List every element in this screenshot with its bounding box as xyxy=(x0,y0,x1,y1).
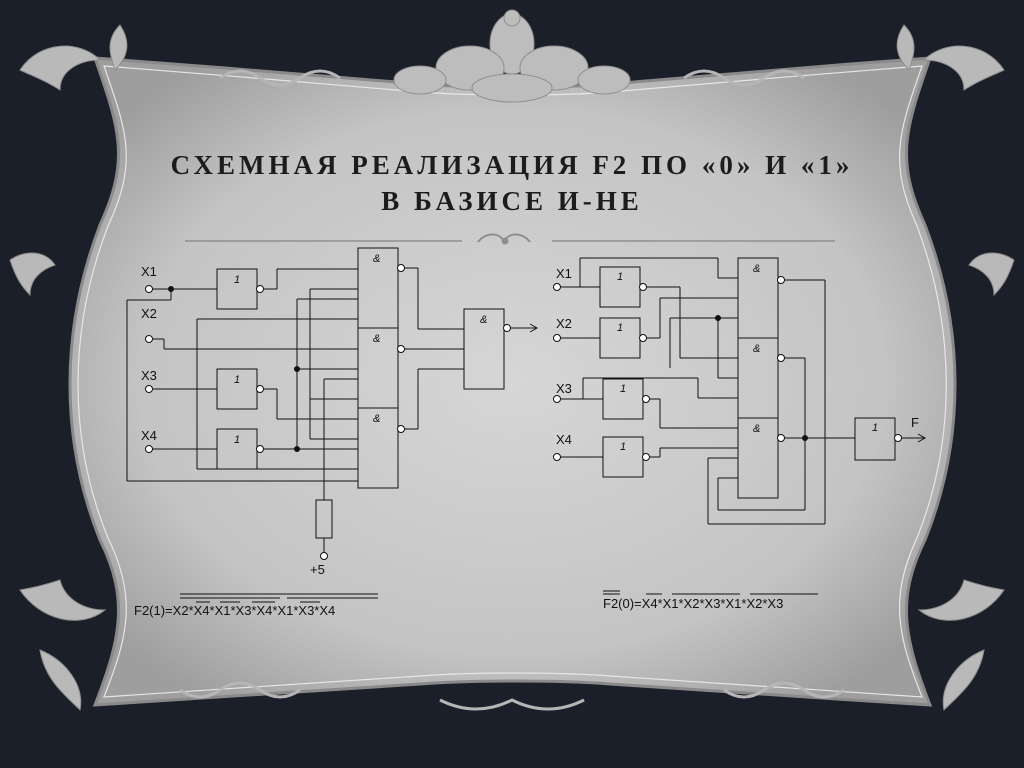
right-input-label-x2: X2 xyxy=(556,316,572,331)
right-not-symbol-1: 1 xyxy=(617,271,623,283)
slide-title-line1: СХЕМНАЯ РЕАЛИЗАЦИЯ F2 ПО «0» И «1» xyxy=(170,150,854,180)
left-and-symbol-2: & xyxy=(373,333,380,345)
right-output-label: F xyxy=(911,415,919,430)
left-and-symbol-final: & xyxy=(480,314,487,326)
right-and-symbol-2: & xyxy=(753,343,760,355)
right-and-symbol-1: & xyxy=(753,263,760,275)
left-input-label-x2: X2 xyxy=(141,306,157,321)
right-not-symbol-3: 1 xyxy=(620,383,626,395)
left-and-symbol-3: & xyxy=(373,413,380,425)
top-ornament xyxy=(393,9,631,103)
left-not-symbol-1: 1 xyxy=(234,274,240,286)
left-and-gate-3 xyxy=(357,407,399,489)
right-not-symbol-2: 1 xyxy=(617,322,623,334)
title-separator xyxy=(185,233,835,245)
left-input-label-x3: X3 xyxy=(141,368,157,383)
left-not-symbol-3: 1 xyxy=(234,434,240,446)
right-formula: F2(0)=X4*X1*X2*X3*X1*X2*X3 xyxy=(603,596,784,611)
left-input-label-x1: X1 xyxy=(141,264,157,279)
right-not-symbol-final: 1 xyxy=(872,422,878,434)
left-power-label: +5 xyxy=(310,562,325,577)
right-input-label-x4: X4 xyxy=(556,432,572,447)
slide-title-line2: В БАЗИСЕ И-НЕ xyxy=(381,186,643,216)
left-input-label-x4: X4 xyxy=(141,428,157,443)
bottom-scrolls xyxy=(179,681,845,711)
right-and-symbol-3: & xyxy=(753,423,760,435)
corner-ornaments xyxy=(9,24,1015,712)
left-and-symbol-1: & xyxy=(373,253,380,265)
right-not-symbol-4: 1 xyxy=(620,441,626,453)
left-not-symbol-2: 1 xyxy=(234,374,240,386)
right-input-label-x1: X1 xyxy=(556,266,572,281)
right-input-label-x3: X3 xyxy=(556,381,572,396)
top-scrolls xyxy=(219,69,805,87)
left-formula: F2(1)=X2*X4*X1*X3*X4*X1*X3*X4 xyxy=(134,603,336,618)
